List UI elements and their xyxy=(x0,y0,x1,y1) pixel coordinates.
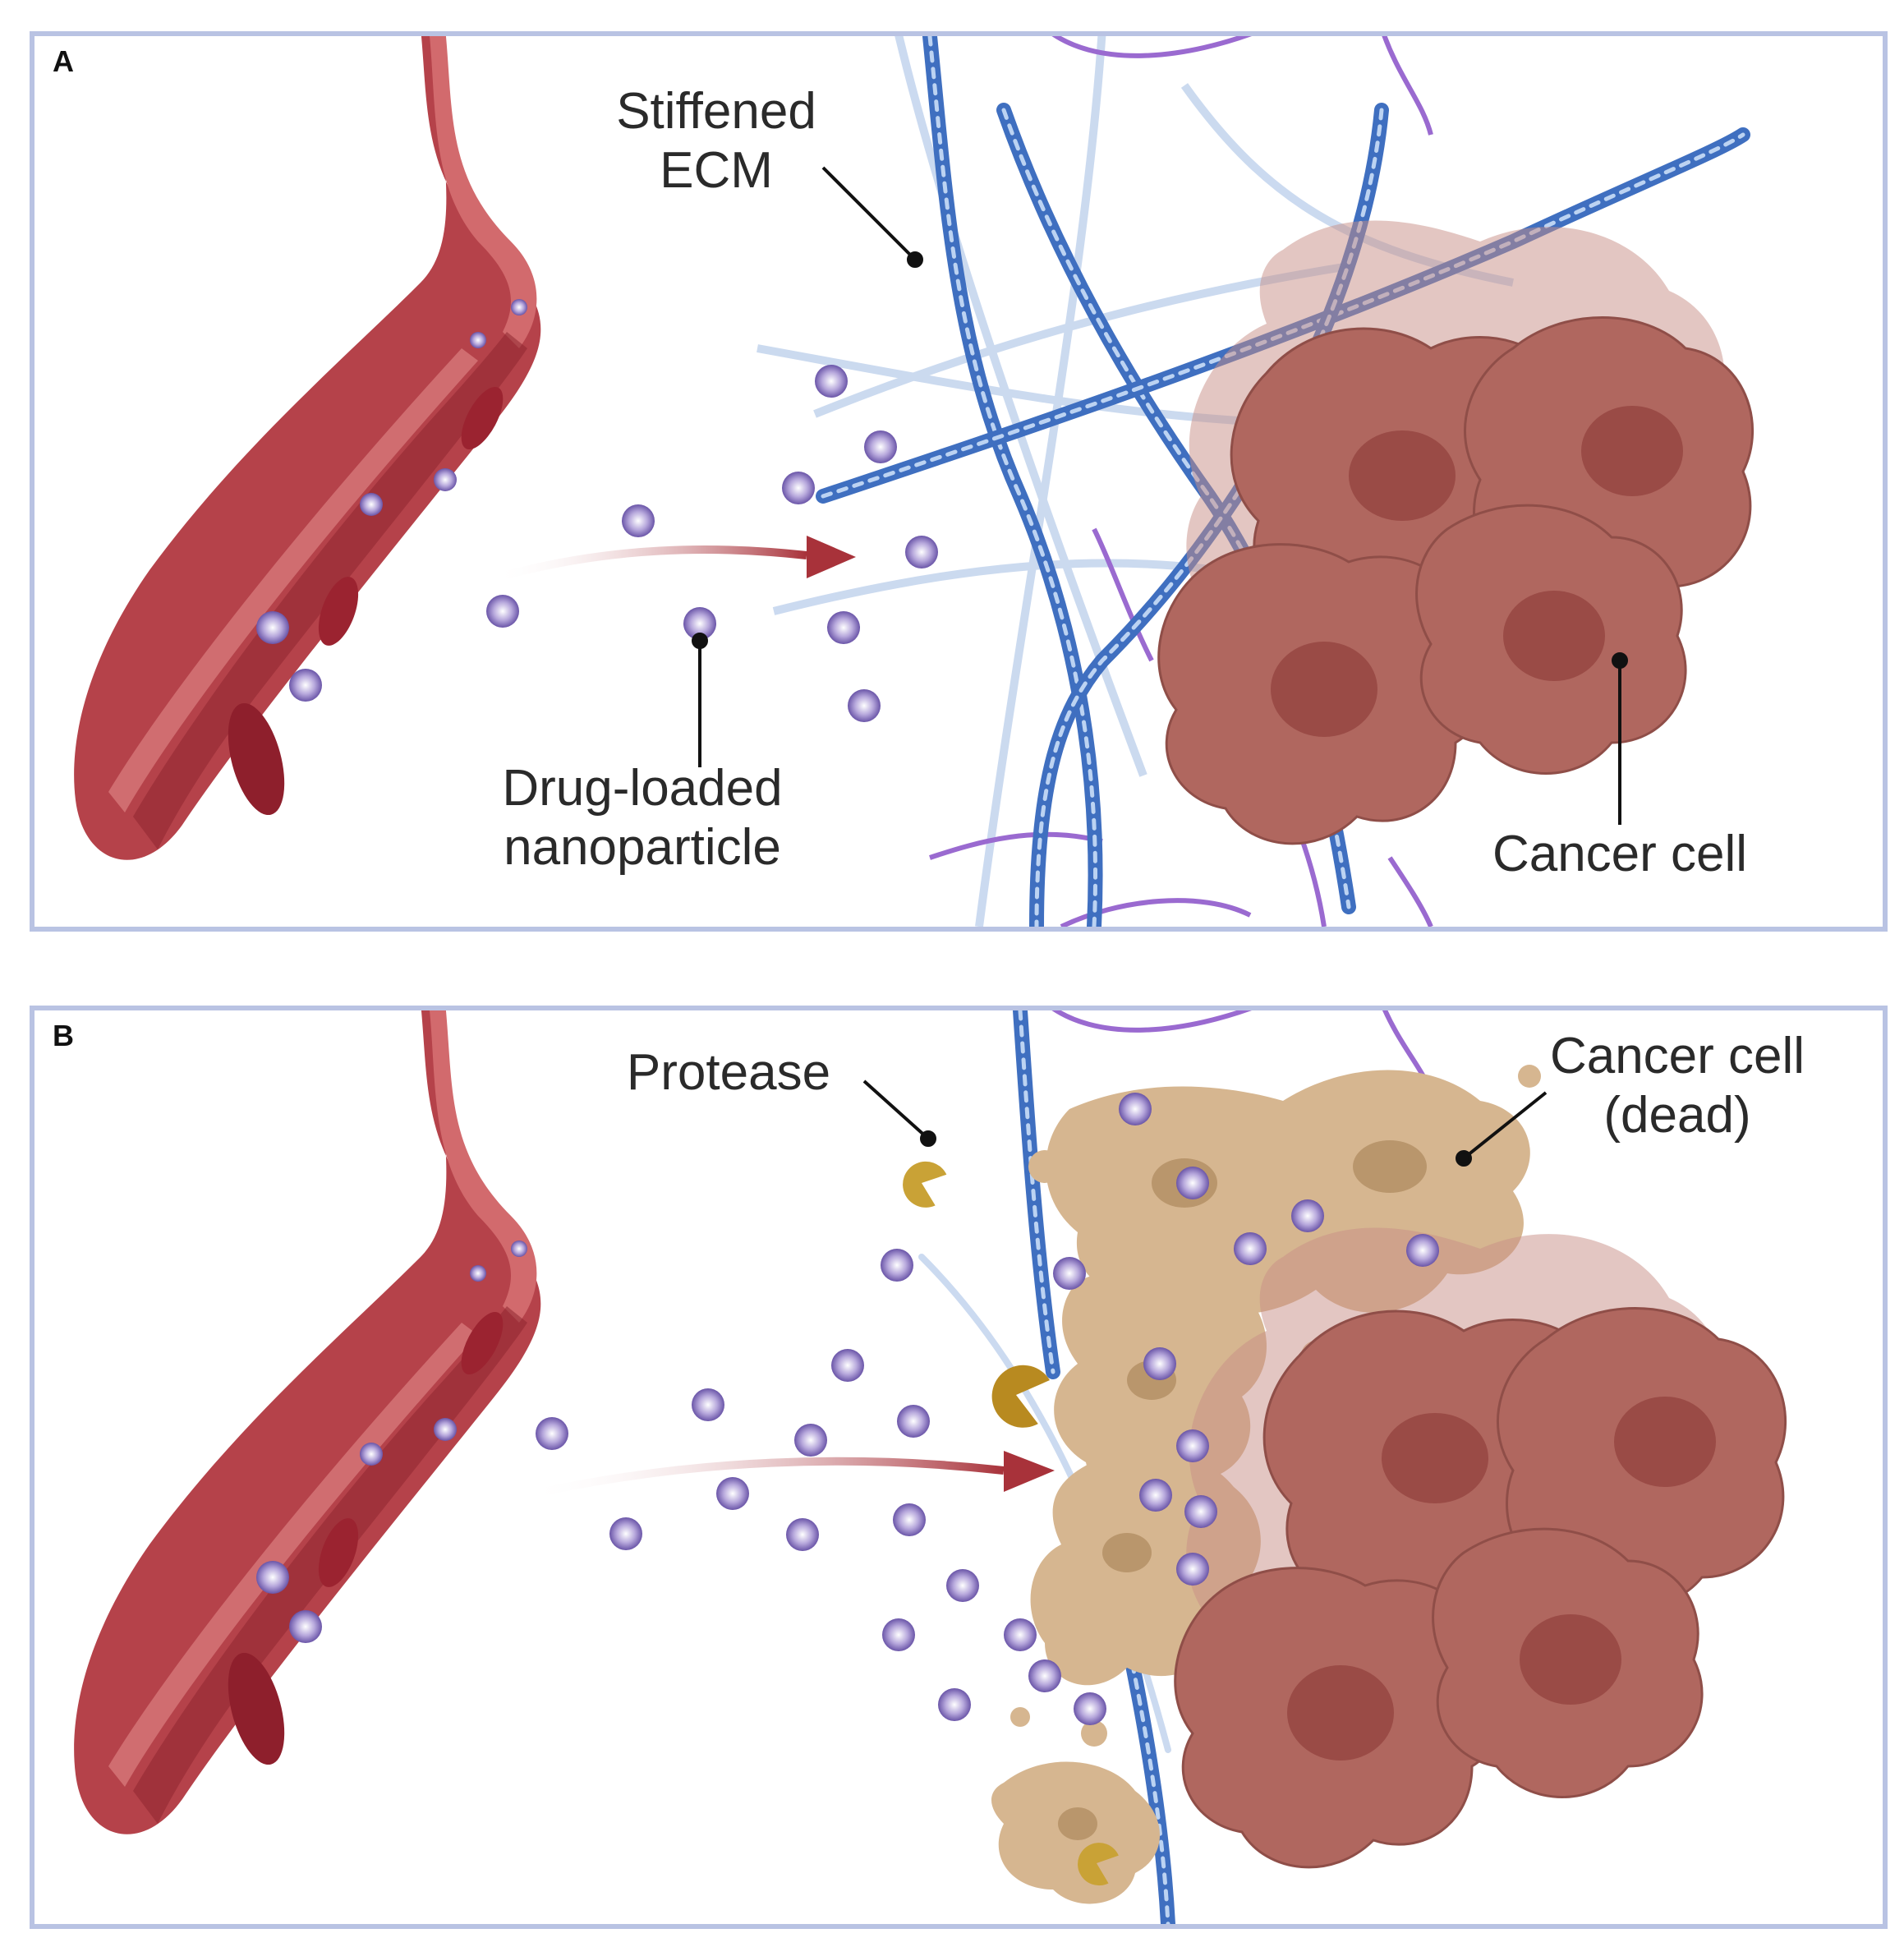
arrow-icon xyxy=(493,536,856,582)
protease-label: Protease xyxy=(626,1044,831,1101)
panel-b: B Protease Cancer cell (dead) xyxy=(30,1006,1888,1929)
cancer-cell-icon xyxy=(1157,220,1755,845)
panel-letter-a: A xyxy=(53,44,74,78)
nanoparticle-icon xyxy=(486,365,938,722)
cancer-cell-label: Cancer cell xyxy=(1492,826,1748,882)
panel-a-illustration xyxy=(74,36,1755,927)
nanoparticle-icon xyxy=(536,1093,1439,1725)
dead-cell-label-line1: Cancer cell xyxy=(1549,1028,1805,1084)
label-leader-lines xyxy=(862,1079,1548,1167)
vessel-nanoparticles xyxy=(256,299,527,702)
nanoparticle-label-line1: Drug-loaded xyxy=(502,760,783,817)
nanoparticle-label: Drug-loaded nanoparticle xyxy=(445,759,839,877)
stiffened-ecm-label-line2: ECM xyxy=(660,142,773,199)
arrow-icon xyxy=(526,1451,1055,1499)
cancer-cell-icon xyxy=(1174,1227,1787,1869)
nanoparticle-label-line2: nanoparticle xyxy=(504,819,781,876)
stiffened-ecm-label: Stiffened ECM xyxy=(577,82,856,200)
red-blood-cell-icon xyxy=(228,1311,504,1765)
dead-cell-label: Cancer cell (dead) xyxy=(1505,1027,1850,1145)
blood-vessel-icon xyxy=(74,36,541,860)
red-blood-cell-icon xyxy=(228,386,504,816)
panel-letter-b: B xyxy=(53,1019,74,1052)
blood-vessel-icon xyxy=(74,1010,541,1834)
protease-icon xyxy=(903,1161,1119,1886)
vessel-nanoparticles xyxy=(256,1240,527,1643)
panel-a: A Stiffened ECM Drug-loaded nanoparticle… xyxy=(30,31,1888,932)
panel-b-illustration xyxy=(74,1010,1787,1924)
dead-cell-label-line2: (dead) xyxy=(1603,1087,1751,1144)
stiffened-ecm-label-line1: Stiffened xyxy=(616,83,816,140)
label-leader-lines xyxy=(692,166,1628,825)
nerve-fibers xyxy=(929,36,1433,927)
